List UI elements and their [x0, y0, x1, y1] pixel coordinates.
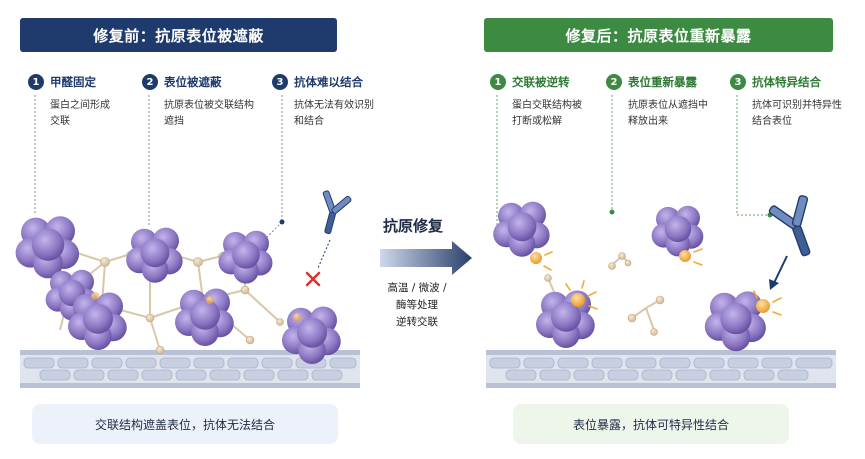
protein	[493, 201, 550, 257]
before-caption: 交联结构遮盖表位，抗体无法结合	[32, 404, 338, 444]
after-banner: 修复后：抗原表位重新暴露	[484, 18, 833, 52]
after-step-1: 1 交联被逆转 蛋白交联结构被打断或松解	[490, 74, 610, 130]
step-desc: 蛋白之间形成交联	[50, 100, 110, 127]
after-step-2: 2 表位重新暴露 抗原表位从遮挡中释放出来	[606, 74, 726, 130]
protein	[126, 227, 183, 283]
protein	[218, 230, 273, 284]
step-desc: 抗体可识别并特异性结合表位	[752, 100, 842, 127]
cell-membrane-right	[486, 350, 836, 388]
retrieval-title: 抗原修复	[382, 217, 443, 235]
antibody-binding	[766, 192, 828, 263]
step-title: 抗体难以结合	[294, 75, 363, 89]
pointer-lines-before	[34, 95, 283, 241]
protein	[651, 205, 704, 257]
masked-epitopes	[91, 292, 301, 321]
step-desc: 抗原表位从遮挡中释放出来	[628, 100, 708, 127]
step-desc: 抗体无法有效识别和结合	[294, 100, 374, 127]
pointer-lines-after	[496, 95, 768, 232]
cell-membrane-left	[20, 350, 360, 388]
before-banner: 修复前：抗原表位被遮蔽	[20, 18, 337, 52]
after-step-3: 3 抗体特异结合 抗体可识别并特异性结合表位	[730, 74, 860, 130]
step-desc: 蛋白交联结构被打断或松解	[512, 100, 582, 127]
before-step-2: 2 表位被遮蔽 抗原表位被交联结构遮挡	[142, 74, 262, 130]
step-number: 2	[142, 74, 158, 90]
block-x-mark	[305, 271, 321, 287]
step-title: 甲醛固定	[50, 75, 96, 89]
protein	[68, 292, 127, 350]
protein	[15, 216, 80, 279]
step-title: 抗体特异结合	[752, 75, 821, 89]
protein	[536, 290, 595, 348]
step-number: 2	[606, 74, 622, 90]
step-title: 表位被遮蔽	[164, 75, 222, 89]
after-caption: 表位暴露，抗体可特异性结合	[513, 404, 789, 444]
step-desc: 抗原表位被交联结构遮挡	[164, 100, 254, 127]
step-number: 1	[490, 74, 506, 90]
retrieval-arrow	[380, 241, 472, 275]
before-step-1: 1 甲醛固定 蛋白之间形成交联	[28, 74, 148, 130]
step-number: 3	[272, 74, 288, 90]
step-number: 3	[730, 74, 746, 90]
step-title: 交联被逆转	[512, 75, 570, 89]
protein	[175, 288, 234, 346]
epitope-rays	[543, 248, 782, 316]
protein	[704, 291, 766, 352]
before-step-3: 3 抗体难以结合 抗体无法有效识别和结合	[272, 74, 392, 130]
step-number: 1	[28, 74, 44, 90]
antibody-blocked	[312, 188, 354, 238]
step-title: 表位重新暴露	[628, 75, 697, 89]
retrieval-methods: 高温 / 微波 / 酶等处理 逆转交联	[387, 282, 447, 328]
